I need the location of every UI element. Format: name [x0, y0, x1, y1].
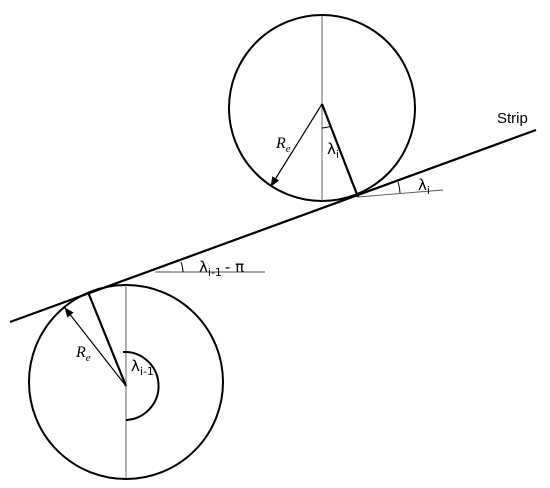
lower-strip-angle-subscript: i-1	[208, 266, 222, 279]
lower-angle-label: λi-1	[131, 357, 154, 378]
upper-radius-label: Re	[275, 135, 291, 155]
upper-angle-symbol: λ	[327, 140, 336, 158]
upper-angle-label: λi	[327, 140, 339, 161]
upper-radius-subscript: e	[286, 143, 291, 155]
strip-angle-symbol: λ	[418, 176, 427, 194]
upper-radius-symbol: R	[275, 135, 286, 152]
upper-radius-arrow	[270, 103, 323, 187]
upper-contact-radius	[320, 103, 360, 198]
lower-contact-radius	[86, 291, 128, 387]
strip-angle-subscript: i	[427, 184, 430, 197]
lower-strip-angle-arc	[180, 261, 184, 273]
lower-strip-angle-symbol: λ	[199, 258, 208, 276]
upper-roller	[228, 14, 416, 202]
lower-radius-symbol: R	[75, 344, 86, 361]
lower-angle-arc	[122, 350, 160, 421]
lower-radius-arrow	[64, 307, 127, 387]
strip-angle-label: λi	[418, 176, 430, 197]
strip-angle-arc	[397, 181, 401, 194]
strip-label: Strip	[497, 110, 528, 127]
lower-radius-label: Re	[75, 344, 91, 364]
lower-strip-angle-suffix: - π	[225, 258, 244, 276]
upper-angle-arc	[321, 125, 332, 129]
lower-angle-subscript: i-1	[140, 365, 154, 378]
lower-strip-angle-label: λi-1- π	[199, 258, 244, 279]
upper-angle-subscript: i	[336, 148, 339, 161]
lower-roller	[28, 284, 224, 480]
upper-horizontal-reference	[357, 189, 444, 198]
lower-radius-subscript: e	[86, 352, 91, 364]
lower-angle-symbol: λ	[131, 357, 140, 375]
